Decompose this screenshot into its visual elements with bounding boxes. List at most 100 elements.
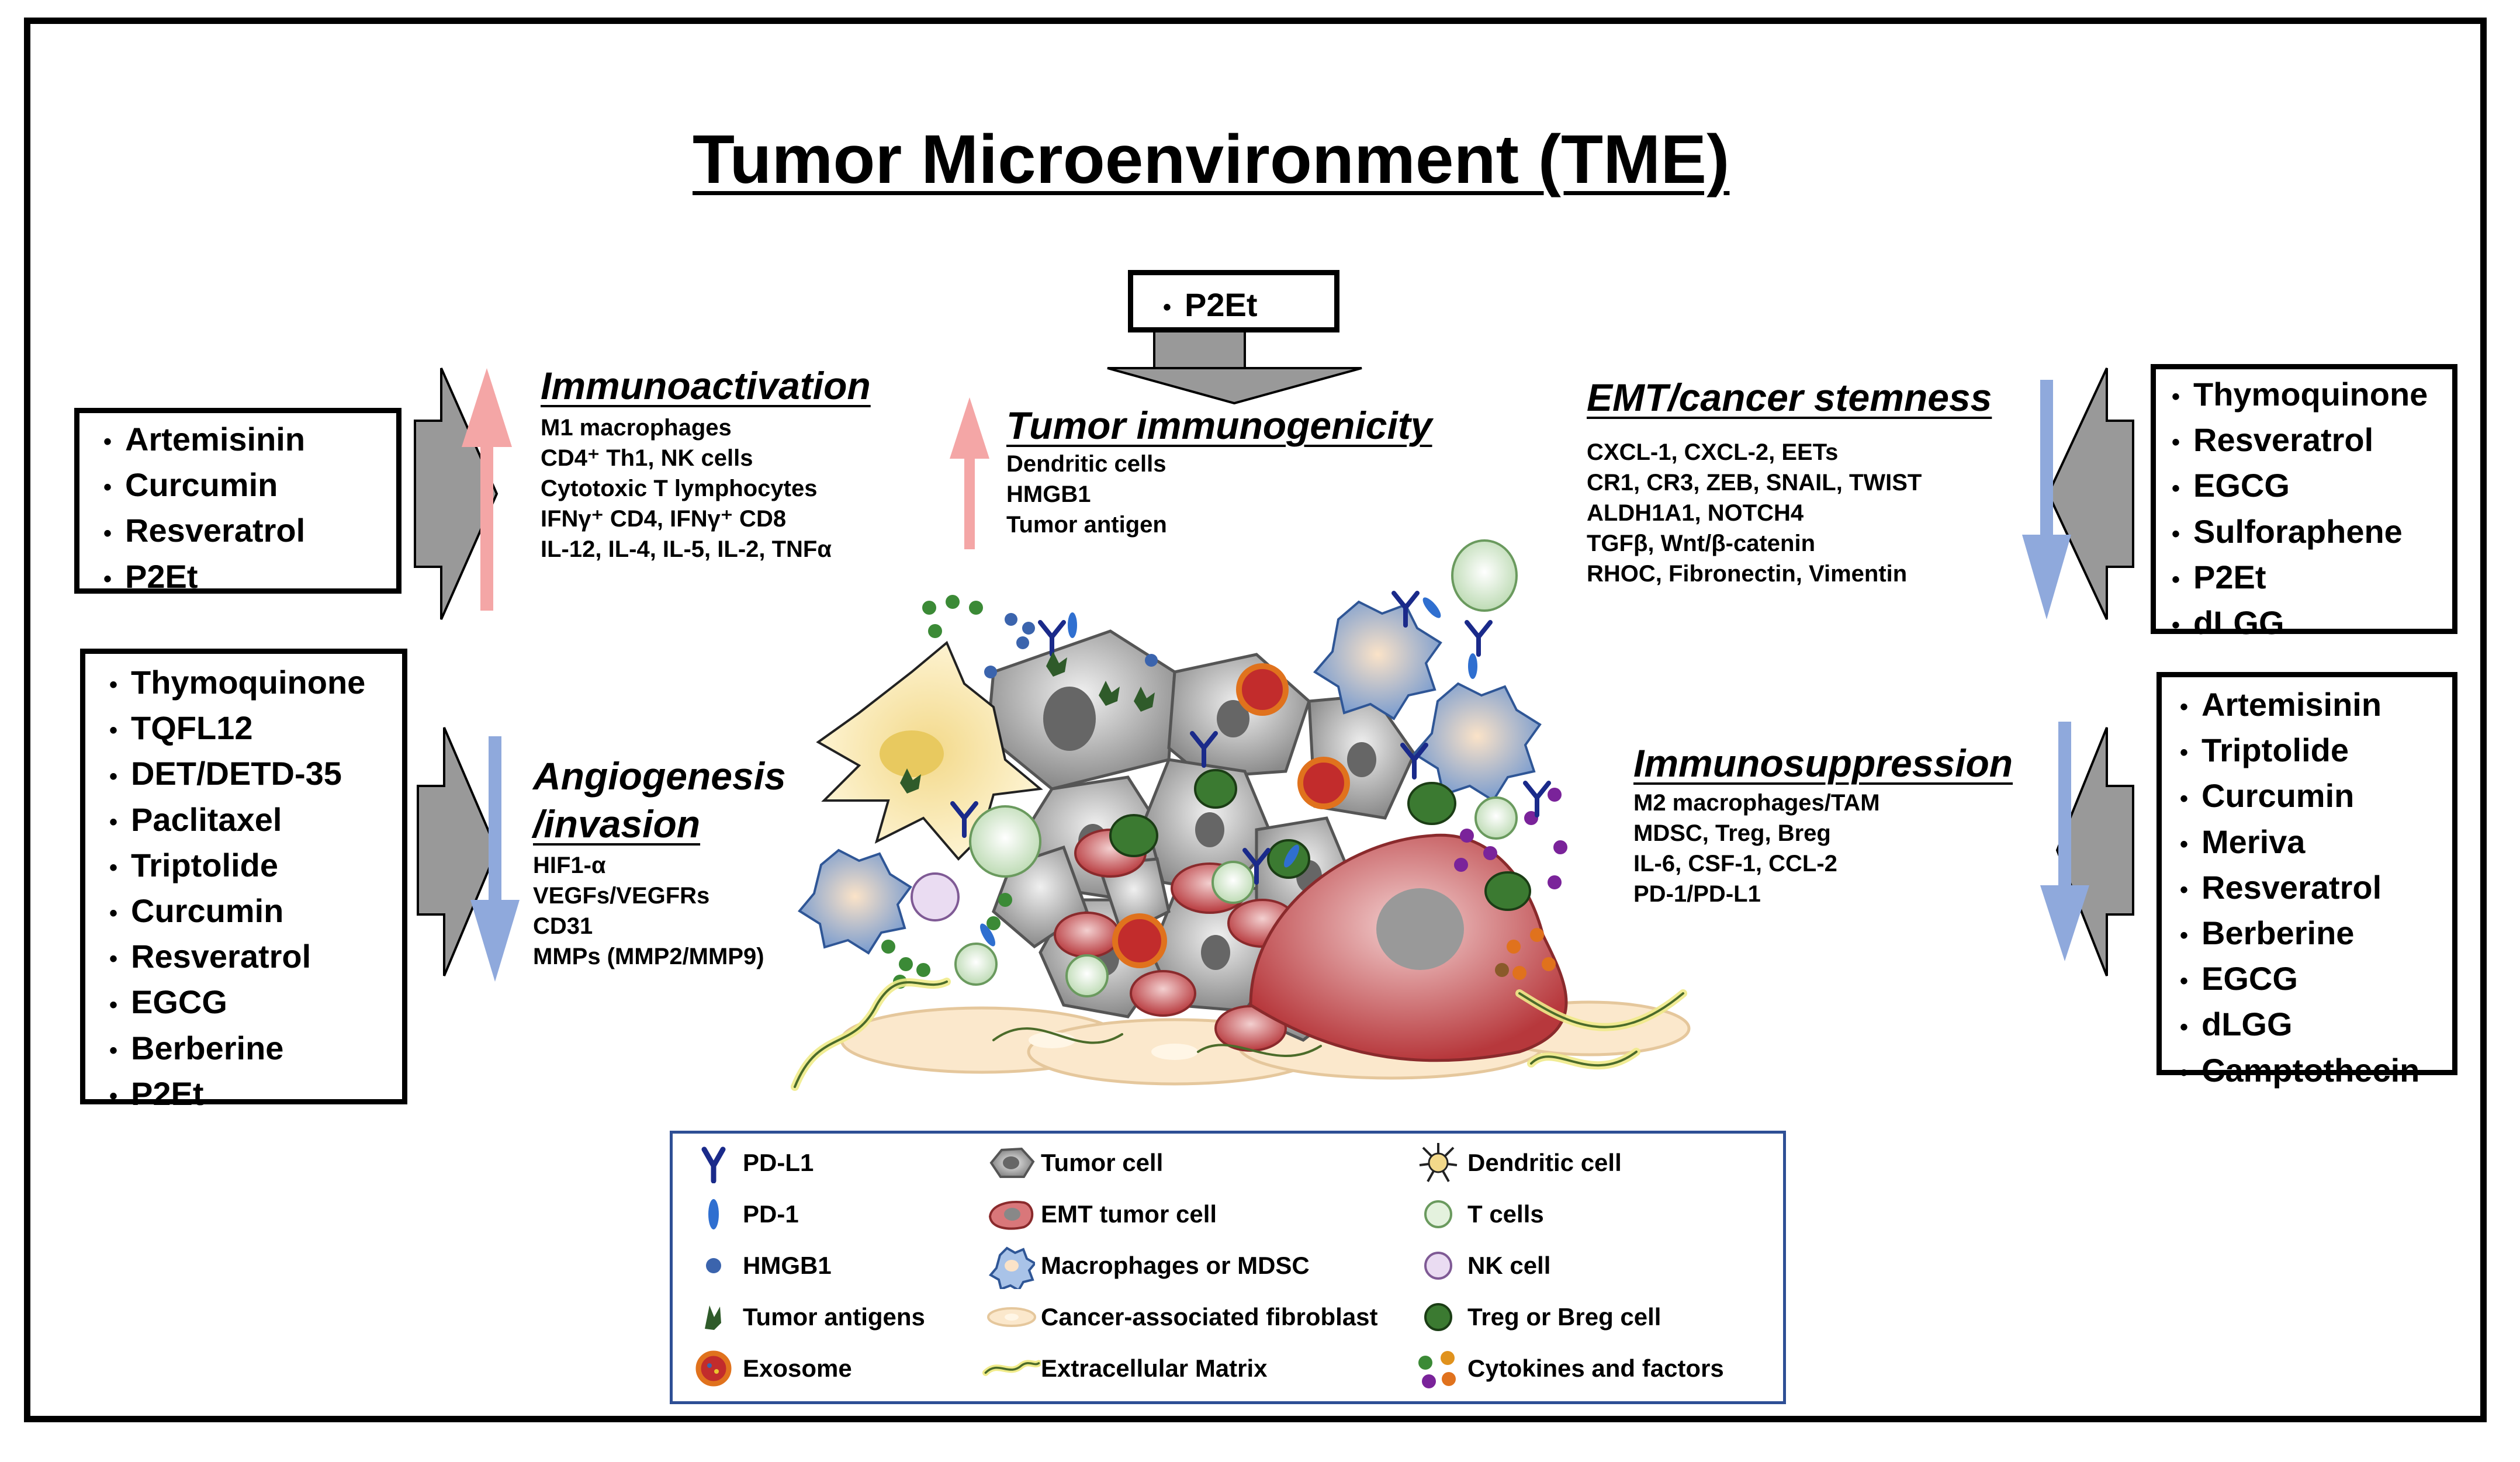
compound-item: Curcumin [90, 463, 396, 509]
section-item: IFNγ⁺ CD4, IFNγ⁺ CD8 [541, 506, 787, 532]
legend-label: Extracellular Matrix [1041, 1354, 1268, 1382]
immunoactivation-title: Immunoactivation [541, 364, 871, 407]
compound-item: EGCG [2166, 957, 2452, 1003]
compound-item: Artemisinin [2166, 683, 2452, 729]
section-item: ALDH1A1, NOTCH4 [1587, 500, 1804, 526]
hmgb1-dots [984, 613, 1158, 678]
compound-item: dLGG [2166, 1003, 2452, 1048]
legend-item: Extracellular Matrix [982, 1345, 1268, 1392]
top-compound-box: P2Et [1128, 270, 1339, 332]
emt-tumor-cell-icon [982, 1191, 1041, 1238]
macrophage-icon [982, 1242, 1041, 1289]
legend-label: NK cell [1467, 1252, 1551, 1279]
legend-label: Treg or Breg cell [1467, 1303, 1661, 1331]
legend-label: HMGB1 [743, 1252, 832, 1279]
cytokine-dots [881, 595, 1567, 989]
legend-item: Dendritic cell [1409, 1139, 1622, 1186]
compound-item: Curcumin [2166, 774, 2452, 820]
legend-item: Macrophages or MDSC [982, 1242, 1310, 1289]
pd-1-icon [684, 1191, 743, 1238]
compound-item: Resveratrol [2166, 866, 2452, 912]
tumor-illustration [791, 539, 1691, 1091]
section-item: TGFβ, Wnt/β-catenin [1587, 531, 1816, 556]
legend-item: PD-1 [684, 1191, 799, 1238]
exosome-icon [684, 1345, 743, 1392]
compound-item: Curcumin [96, 889, 402, 935]
legend-item: NK cell [1409, 1242, 1550, 1289]
hmgb1-icon [684, 1242, 743, 1289]
legend-label: PD-1 [743, 1200, 799, 1228]
compound-item: Triptolide [96, 844, 402, 889]
tumor-antigens [900, 652, 1155, 794]
angiogenesis-down-arrow [470, 736, 520, 982]
treg-cells [1109, 769, 1531, 911]
tumor-immunogenicity-title: Tumor immunogenicity [1006, 404, 1432, 447]
section-item: CD4⁺ Th1, NK cells [541, 445, 753, 471]
immunoactivation-up-arrow [462, 368, 512, 611]
immunogenicity-up-arrow [950, 397, 989, 549]
left-bottom-compound-list: ThymoquinoneTQFL12DET/DETD-35PaclitaxelT… [96, 661, 402, 1118]
compound-item: EGCG [96, 981, 402, 1026]
section-item: PD-1/PD-L1 [1633, 881, 1761, 907]
left-bottom-block-arrow [417, 727, 499, 976]
compound-item: Meriva [2166, 820, 2452, 866]
compound-item: EGCG [2158, 464, 2452, 510]
right-bottom-compound-box: ArtemisininTriptolideCurcuminMerivaResve… [2156, 672, 2457, 1089]
figure-title: Tumor Microenvironment (TME) [693, 121, 1730, 198]
t-cells [954, 539, 1518, 997]
immunosuppression-title: Immunosuppression [1633, 742, 2013, 785]
compound-item: Sulforaphene [2158, 510, 2452, 556]
left-top-compound-box: ArtemisininCurcuminResveratrolP2Et [74, 408, 401, 595]
angiogenesis-title-line1: Angiogenesis [533, 754, 786, 798]
compound-item: Resveratrol [90, 509, 396, 555]
section-item: MDSC, Treg, Breg [1633, 820, 1831, 846]
section-item: M1 macrophages [541, 415, 732, 441]
compound-item: Berberine [96, 1027, 402, 1072]
ecm-fibers-line [794, 981, 1684, 1088]
cytokines-icon [1409, 1345, 1467, 1392]
dendritic-cell-icon [1409, 1139, 1467, 1186]
legend-label: T cells [1467, 1200, 1544, 1228]
legend-item: Cytokines and factors [1409, 1345, 1724, 1392]
legend-label: Macrophages or MDSC [1041, 1252, 1310, 1279]
right-bottom-compound-list: ArtemisininTriptolideCurcuminMerivaResve… [2166, 683, 2452, 1094]
legend-label: Cancer-associated fibroblast [1041, 1303, 1378, 1331]
legend-label: Exosome [743, 1354, 852, 1382]
compound-item: Berberine [2166, 912, 2452, 957]
compound-item: dLGG [2158, 601, 2452, 647]
legend-label: Cytokines and factors [1467, 1354, 1724, 1382]
right-top-block-arrow [2047, 368, 2134, 620]
compound-item: TQFL12 [96, 706, 402, 752]
legend-item: Exosome [684, 1345, 852, 1392]
legend-label: PD-L1 [743, 1149, 814, 1176]
legend-item: PD-L1 [684, 1139, 814, 1186]
compound-item: Camptothecin [2166, 1049, 2452, 1094]
top-block-arrow [1107, 326, 1362, 405]
nk-cell-icon [1409, 1242, 1467, 1289]
compound-item: P2Et [2158, 556, 2452, 601]
macrophages [797, 600, 1542, 955]
legend-item: T cells [1409, 1191, 1544, 1238]
legend-item: Tumor cell [982, 1139, 1163, 1186]
figure-frame [24, 18, 2487, 1422]
left-top-compound-list: ArtemisininCurcuminResveratrolP2Et [90, 418, 396, 601]
legend-label: Tumor cell [1041, 1149, 1164, 1176]
nk-cell [911, 872, 960, 921]
treg-cell-icon [1409, 1294, 1467, 1340]
compound-item: Artemisinin [90, 418, 396, 463]
legend-label: Tumor antigens [743, 1303, 925, 1331]
immunosuppression-down-arrow [2040, 722, 2089, 961]
legend-item: Treg or Breg cell [1409, 1294, 1661, 1340]
compound-item: DET/DETD-35 [96, 752, 402, 798]
section-item: VEGFs/VEGFRs [533, 883, 710, 909]
section-item: RHOC, Fibronectin, Vimentin [1587, 561, 1908, 587]
compound-item: Triptolide [2166, 729, 2452, 774]
right-top-compound-box: ThymoquinoneResveratrolEGCGSulforapheneP… [2151, 364, 2457, 641]
